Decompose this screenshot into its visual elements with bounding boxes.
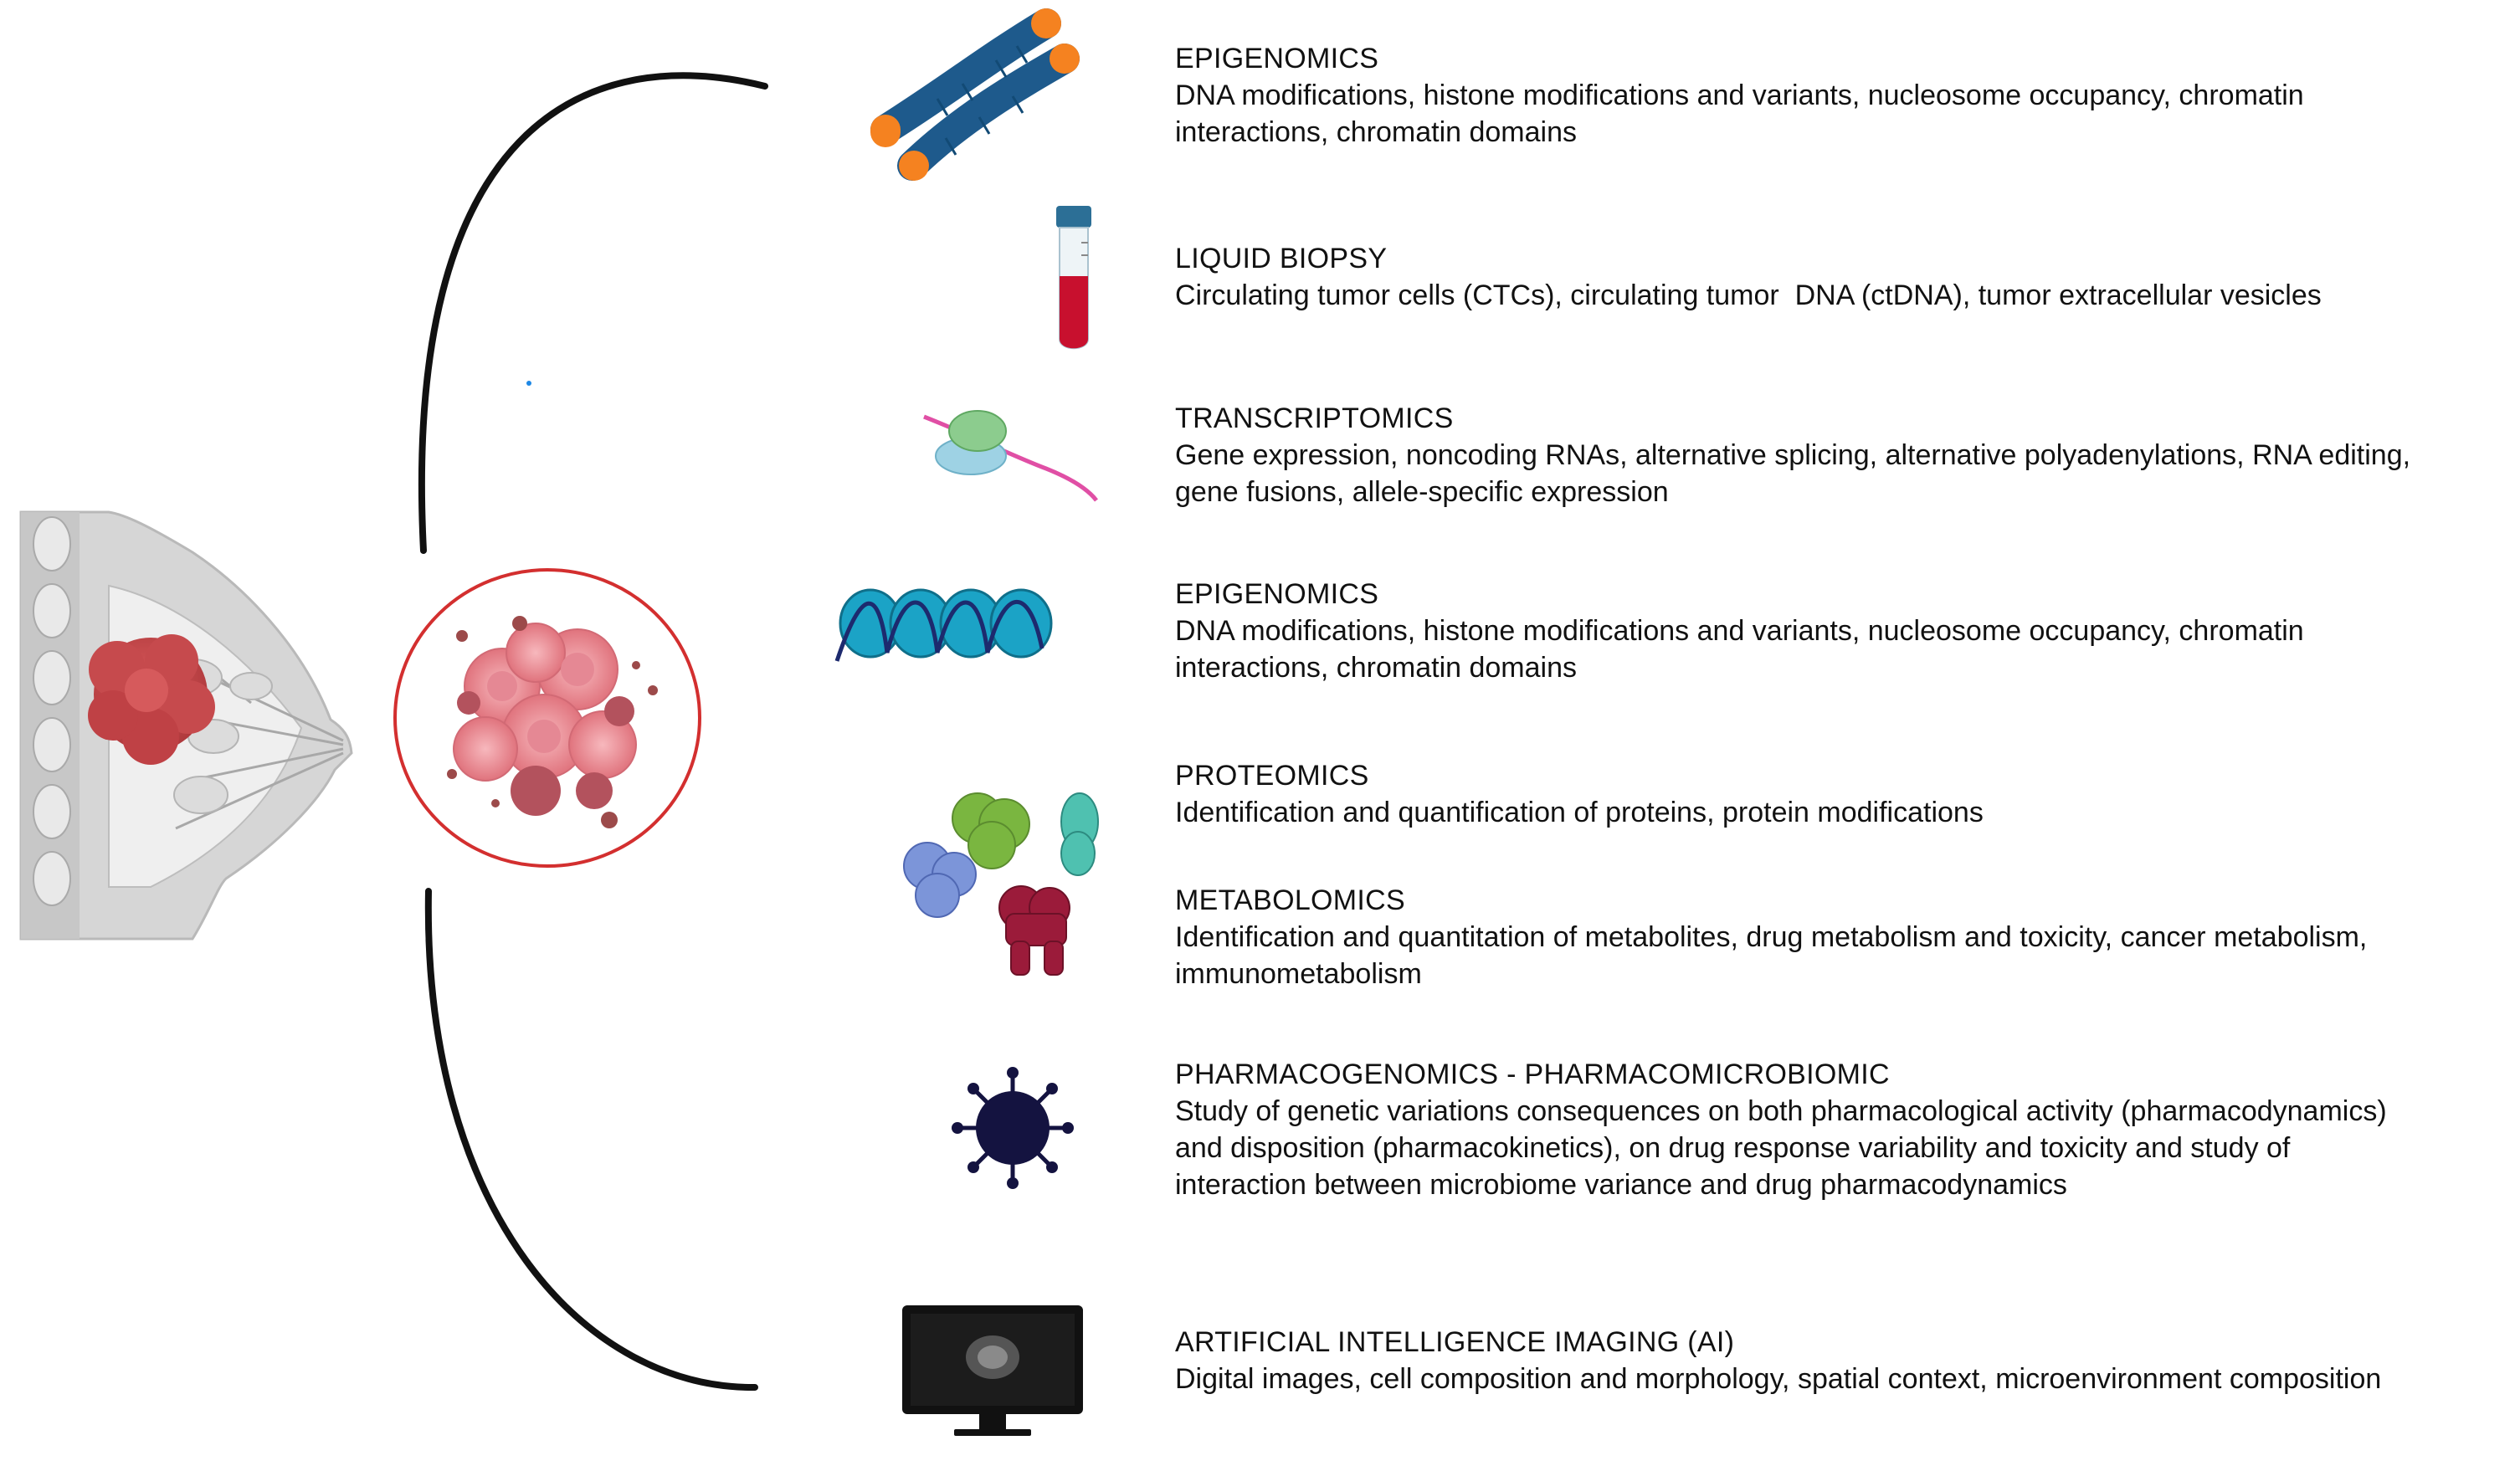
tumor-cells-circle [393,568,701,868]
nucleosome-dna-icon [834,588,1053,662]
item-desc-line: Study of genetic variations consequences… [1175,1095,2387,1127]
blood-tube-icon [1056,206,1091,350]
monitor-scan-icon [902,1305,1083,1436]
microbe-icon [952,1067,1074,1189]
item-desc-line: Identification and quantitation of metab… [1175,921,2368,953]
item-heading: EPIGENOMICS [1175,578,1379,610]
item-metabolomics: METABOLOMICS Identification and quantita… [1175,882,2514,992]
item-epigenomics-1: EPIGENOMICS DNA modifications, histone m… [1175,40,2514,151]
item-pharmacogenomics: PHARMACOGENOMICS - PHARMACOMICROBIOMIC S… [1175,1056,2514,1203]
item-desc-line: interaction between microbiome variance … [1175,1169,2067,1201]
proteins-icon [903,792,1099,918]
item-desc-line: gene fusions, allele-specific expression [1175,476,1669,508]
metabolite-icon [998,885,1070,976]
item-heading: ARTIFICIAL INTELLIGENCE IMAGING (AI) [1175,1326,1735,1358]
item-desc-line: immunometabolism [1175,958,1422,990]
item-heading: METABOLOMICS [1175,884,1406,916]
item-desc-line: DNA modifications, histone modifications… [1175,615,2304,647]
item-heading: EPIGENOMICS [1175,43,1379,74]
item-desc-line: interactions, chromatin domains [1175,116,1578,148]
item-transcriptomics: TRANSCRIPTOMICS Gene expression, noncodi… [1175,400,2514,510]
item-ai-imaging: ARTIFICIAL INTELLIGENCE IMAGING (AI) Dig… [1175,1324,2514,1397]
ribosome-mrna-icon [923,410,1098,502]
item-liquid-biopsy: LIQUID BIOPSY Circulating tumor cells (C… [1175,240,2514,314]
item-desc-line: Digital images, cell composition and mor… [1175,1363,2382,1395]
item-heading: LIQUID BIOPSY [1175,243,1388,274]
stray-dot [526,381,531,386]
item-desc-line: Gene expression, noncoding RNAs, alterna… [1175,439,2411,471]
upper-bracket [418,72,768,554]
item-heading: PHARMACOGENOMICS - PHARMACOMICROBIOMIC [1175,1058,1890,1090]
item-desc-line: Identification and quantification of pro… [1175,797,1984,828]
item-desc-line: Circulating tumor cells (CTCs), circulat… [1175,279,2322,311]
item-heading: PROTEOMICS [1175,760,1369,792]
breast-illustration [19,510,353,941]
breast-tumor [88,634,215,765]
item-epigenomics-2: EPIGENOMICS DNA modifications, histone m… [1175,576,2514,686]
item-desc-line: and disposition (pharmacokinetics), on d… [1175,1132,2291,1164]
chromosome-icon [870,8,1080,181]
item-heading: TRANSCRIPTOMICS [1175,402,1454,434]
item-proteomics: PROTEOMICS Identification and quantifica… [1175,757,2514,831]
lower-bracket [424,888,758,1392]
item-desc-line: DNA modifications, histone modifications… [1175,79,2304,111]
item-desc-line: interactions, chromatin domains [1175,652,1578,684]
